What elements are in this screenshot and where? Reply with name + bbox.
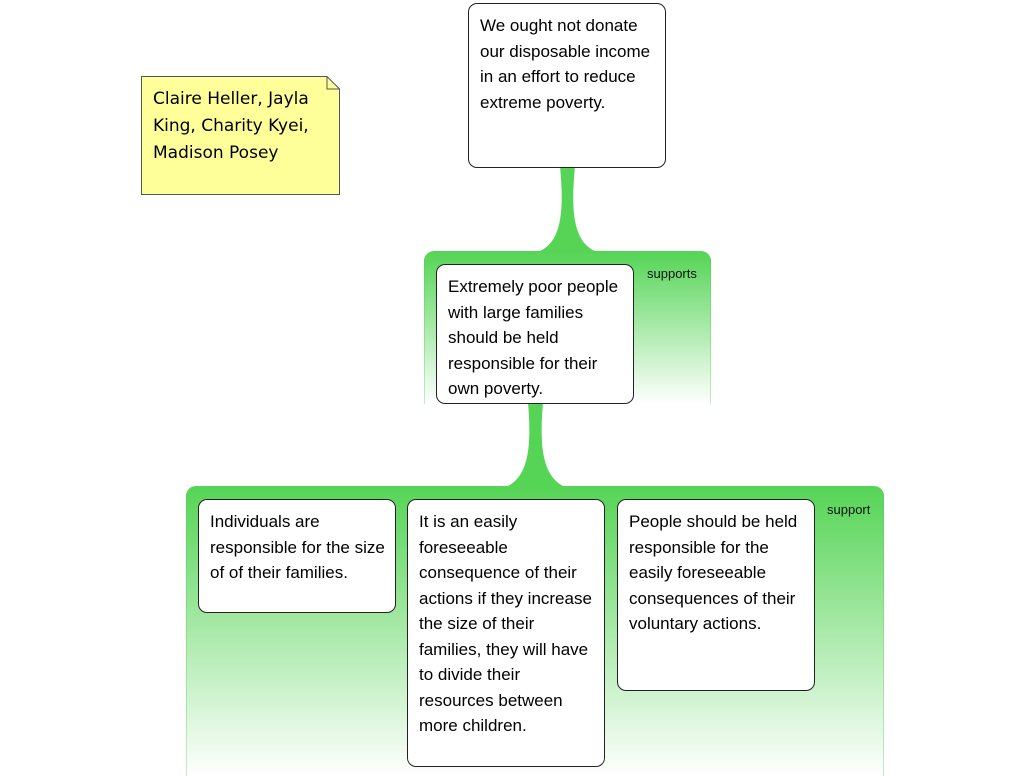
note-text: Claire Heller, Jayla King, Charity Kyei,… <box>153 89 309 163</box>
sticky-note[interactable]: Claire Heller, Jayla King, Charity Kyei,… <box>141 76 340 195</box>
support-label: support <box>827 502 871 517</box>
premise-box-3[interactable]: People should be held responsible for th… <box>617 499 815 691</box>
premise-box-1[interactable]: Individuals are responsible for the size… <box>198 499 396 613</box>
premise-box-2[interactable]: It is an easily foreseeable consequence … <box>407 499 605 767</box>
premise-text: It is an easily foreseeable consequence … <box>419 512 592 735</box>
claim-text: Extremely poor people with large familie… <box>448 277 619 398</box>
premise-text: Individuals are responsible for the size… <box>210 512 385 582</box>
supports-label: supports <box>647 266 697 281</box>
premise-text: People should be held responsible for th… <box>629 512 798 633</box>
connector-main-to-group1 <box>540 166 595 251</box>
connector-claim-to-group2 <box>506 402 565 487</box>
main-claim-box[interactable]: We ought not donate our disposable incom… <box>468 3 666 168</box>
claim-box-responsibility[interactable]: Extremely poor people with large familie… <box>436 264 634 404</box>
main-claim-text: We ought not donate our disposable incom… <box>480 16 651 112</box>
note-shape <box>141 76 340 195</box>
